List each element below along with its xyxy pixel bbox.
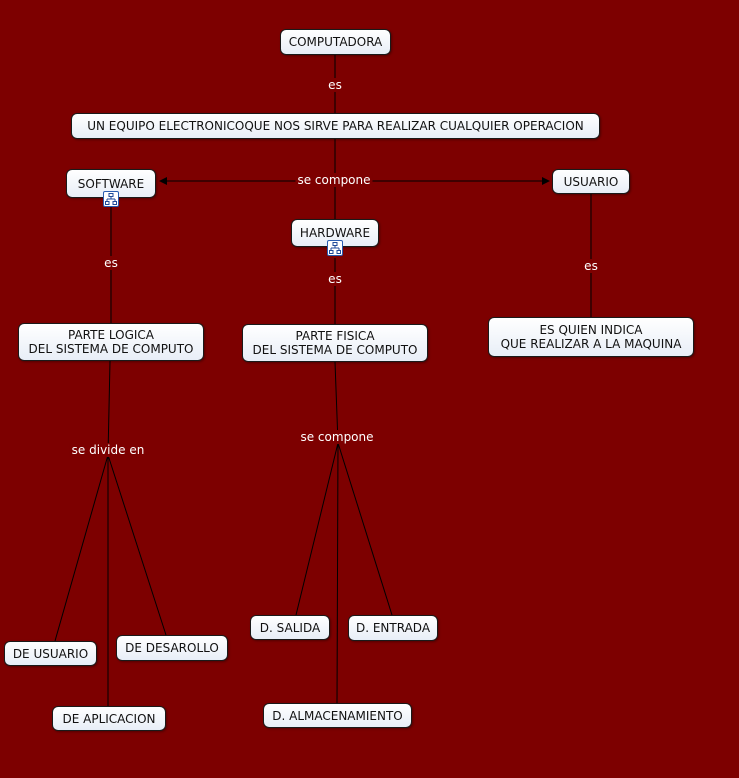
- link-label-es: es: [326, 78, 344, 92]
- link-label-es-software: es: [102, 256, 120, 270]
- node-usuario[interactable]: USUARIO: [552, 169, 630, 194]
- link-label-se-compone: se compone: [295, 173, 373, 187]
- node-de-desarollo[interactable]: DE DESAROLLO: [116, 635, 228, 661]
- link-compone-entrada: [337, 442, 393, 616]
- submap-icon[interactable]: [327, 240, 343, 256]
- node-hardware[interactable]: HARDWARE: [291, 219, 379, 247]
- link-fisica-compone: [334, 361, 339, 444]
- link-compone-almacenamiento: [336, 442, 339, 704]
- node-d-entrada[interactable]: D. ENTRADA: [348, 615, 438, 641]
- node-parte-logica[interactable]: PARTE LOGICA DEL SISTEMA DE COMPUTO: [18, 323, 204, 361]
- node-de-usuario[interactable]: DE USUARIO: [4, 641, 97, 666]
- link-label-es-hardware: es: [326, 272, 344, 286]
- link-label-se-compone-hardware: se compone: [298, 430, 376, 444]
- link-divide-de-usuario: [54, 454, 109, 642]
- link-label-se-divide-en: se divide en: [69, 443, 147, 457]
- node-quien-indica[interactable]: ES QUIEN INDICA QUE REALIZAR A LA MAQUIN…: [488, 317, 694, 357]
- node-software[interactable]: SOFTWARE: [66, 169, 156, 198]
- node-parte-fisica[interactable]: PARTE FISICA DEL SISTEMA DE COMPUTO: [242, 324, 428, 362]
- node-d-almacenamiento[interactable]: D. ALMACENAMIENTO: [263, 703, 412, 728]
- node-equipo-electronico[interactable]: UN EQUIPO ELECTRONICOQUE NOS SIRVE PARA …: [71, 113, 600, 139]
- link-label-es-usuario: es: [582, 259, 600, 273]
- node-computadora[interactable]: COMPUTADORA: [280, 29, 391, 55]
- link-divide-de-desarollo: [107, 454, 167, 636]
- link-logica-divide: [107, 360, 111, 456]
- node-de-aplicacion[interactable]: DE APLICACION: [52, 706, 166, 731]
- submap-icon[interactable]: [103, 191, 119, 207]
- link-compone-salida: [295, 442, 339, 616]
- node-d-salida[interactable]: D. SALIDA: [250, 615, 330, 640]
